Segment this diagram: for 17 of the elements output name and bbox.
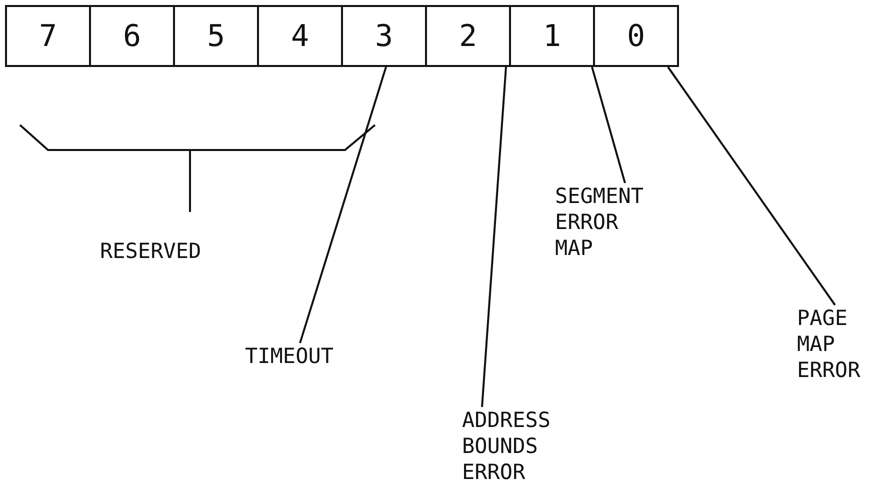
leader-line <box>667 66 836 306</box>
bit-cell: 7 <box>5 5 91 67</box>
bit-description: SEGMENT ERROR MAP <box>555 183 665 261</box>
bit-description: ADDRESS BOUNDS ERROR <box>462 407 612 485</box>
leader-line <box>591 66 626 184</box>
bit-cell: 3 <box>341 5 427 67</box>
bit-cell: 1 <box>509 5 595 67</box>
bit-cell: 6 <box>89 5 175 67</box>
bit-description: PAGE MAP ERROR <box>797 305 877 383</box>
bit-description: TIMEOUT <box>245 343 395 369</box>
bit-cell: 2 <box>425 5 511 67</box>
bit-cell: 4 <box>257 5 343 67</box>
bit-cell: 0 <box>593 5 679 67</box>
leader-line <box>299 66 387 344</box>
bracket-label: RESERVED <box>100 238 202 264</box>
bit-cell: 5 <box>173 5 259 67</box>
leader-line <box>481 66 507 408</box>
